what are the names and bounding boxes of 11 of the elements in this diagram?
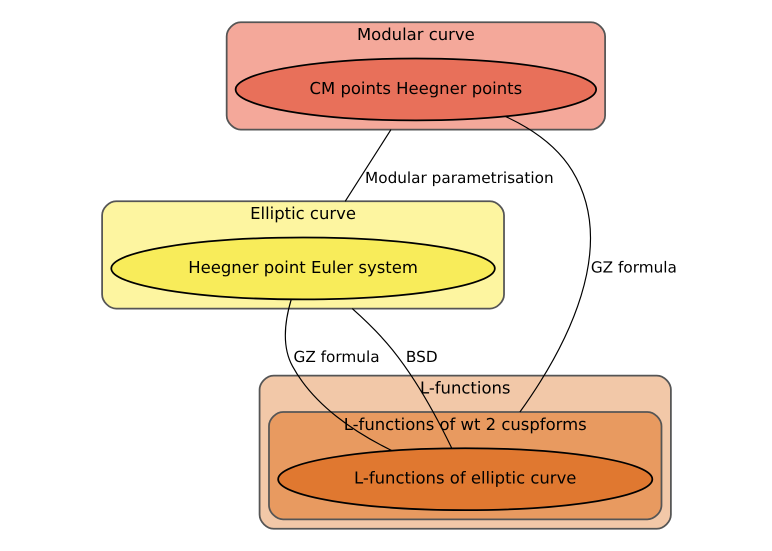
- edge-label: GZ formula: [293, 348, 380, 366]
- edge-label: BSD: [405, 348, 438, 366]
- connector: [284, 299, 392, 452]
- edge-label: GZ formula: [590, 258, 676, 276]
- connector: [504, 116, 590, 412]
- node-ellipse: CM points Heegner points: [234, 58, 597, 122]
- node-ellipse: L-functions of elliptic curve: [276, 447, 653, 512]
- edge-label: Modular parametrisation: [364, 168, 554, 187]
- connector: [344, 129, 391, 202]
- node-ellipse: Heegner point Euler system: [110, 236, 496, 300]
- connector: [351, 308, 452, 449]
